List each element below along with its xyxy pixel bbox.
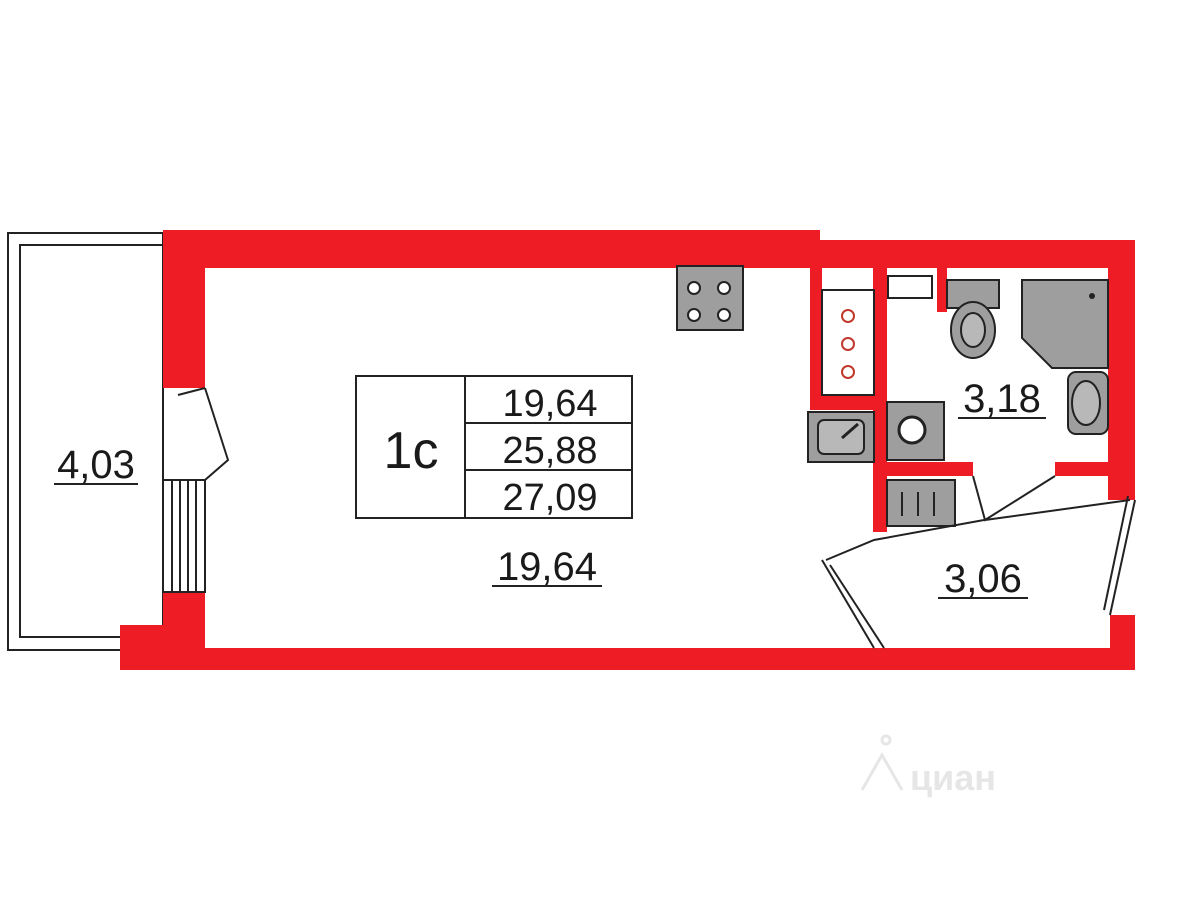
bathroom-door: [972, 475, 1056, 522]
apartment-type: 1с: [384, 422, 439, 480]
bathroom-area: 3,18: [963, 377, 1041, 421]
walls: [120, 230, 1135, 670]
main-room-area: 19,64: [497, 545, 597, 589]
apartment-info-table: 1с 19,64 25,88 27,09: [355, 375, 633, 519]
washbasin-icon: [1067, 371, 1109, 435]
balcony: [7, 232, 164, 651]
vent-shaft: [887, 275, 933, 299]
cabinet-icon: [886, 479, 956, 527]
stove-icon: [676, 265, 744, 331]
living-area: 19,64: [502, 383, 597, 425]
balcony-door: [162, 387, 230, 593]
toilet-icon: [946, 279, 1000, 359]
hallway-area: 3,06: [944, 557, 1022, 601]
balcony-area: 4,03: [57, 443, 135, 487]
entrance-door: [821, 495, 1136, 649]
watermark-text: циан: [910, 757, 996, 798]
fridge-icon: [821, 289, 875, 396]
room-labels: 19,64 4,03 3,18 3,06: [54, 377, 1046, 601]
shower-tray-icon: [1021, 279, 1109, 369]
sink-icon: [807, 411, 875, 463]
washing-machine-icon: [886, 401, 945, 461]
cian-logo-icon: [860, 734, 904, 791]
watermark: циан: [860, 734, 996, 798]
total-area: 25,88: [502, 430, 597, 472]
total-area-with-balcony: 27,09: [502, 477, 597, 519]
